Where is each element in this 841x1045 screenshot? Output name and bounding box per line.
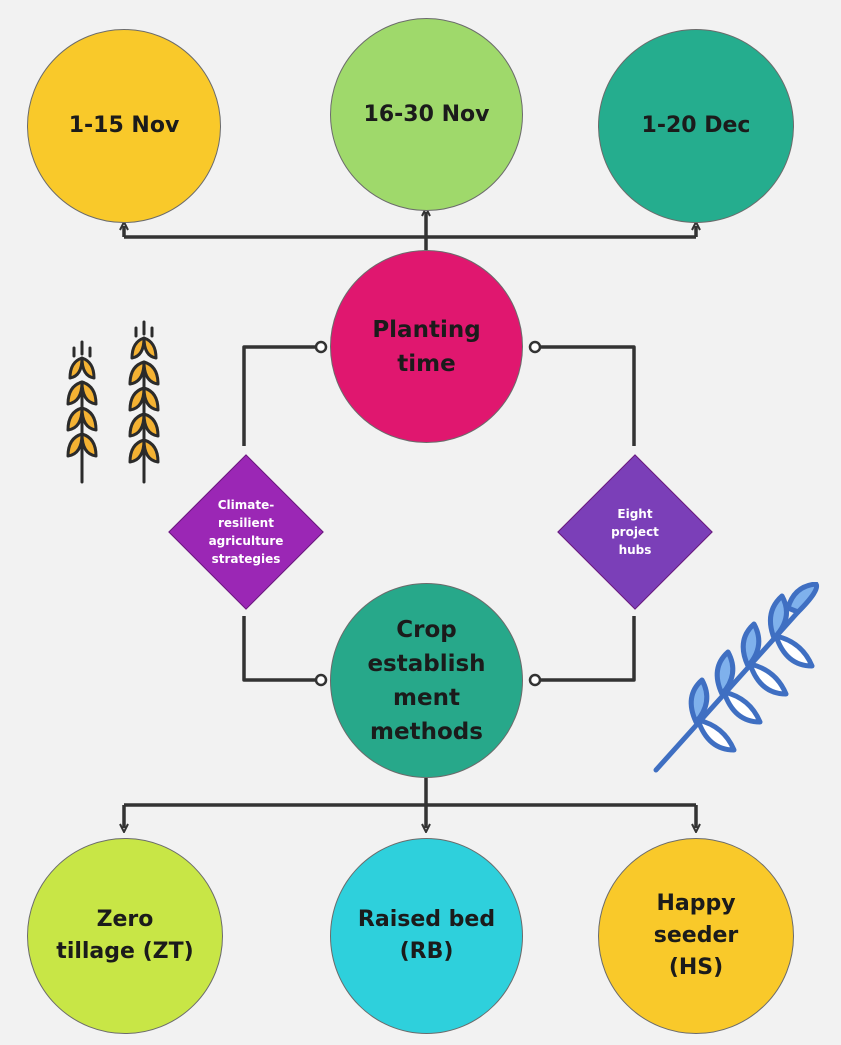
method-node-label: Zero tillage (ZT)	[56, 907, 194, 964]
hubs-diamond: Eight project hubs	[555, 452, 715, 612]
connector-strategies-planting	[242, 345, 316, 446]
connector-hubs-crop	[540, 616, 636, 682]
method-node-happy-seeder: Happy seeder (HS)	[598, 838, 794, 1034]
date-node-label: 1-20 Dec	[641, 113, 751, 138]
date-node-nov-1-15: 1-15 Nov	[27, 29, 221, 223]
connector-strategies-crop	[242, 616, 316, 682]
date-node-label: 1-15 Nov	[68, 113, 180, 138]
junction-dot	[528, 340, 542, 354]
planting-time-node: Planting time	[330, 250, 523, 443]
method-node-raised-bed: Raised bed (RB)	[330, 838, 523, 1034]
method-node-label: Happy seeder (HS)	[653, 891, 739, 980]
hubs-label: Eight project hubs	[611, 507, 659, 557]
wheat-stalks-icon	[66, 320, 160, 484]
crop-establishment-node: Crop establish ment methods	[330, 583, 523, 778]
method-node-label: Raised bed (RB)	[357, 907, 496, 964]
junction-dot	[528, 673, 542, 687]
strategies-diamond: Climate- resilient agriculture strategie…	[166, 452, 326, 612]
planting-time-label: Planting time	[372, 316, 481, 377]
junction-dot	[314, 673, 328, 687]
crop-establishment-label: Crop establish ment methods	[367, 616, 486, 745]
date-node-label: 16-30 Nov	[363, 101, 490, 127]
connector-hubs-planting	[540, 345, 636, 446]
wheat-branch-icon	[653, 582, 820, 773]
junction-dot	[314, 340, 328, 354]
method-node-zero-tillage: Zero tillage (ZT)	[27, 838, 223, 1034]
date-node-dec-1-20: 1-20 Dec	[598, 29, 794, 223]
strategies-label: Climate- resilient agriculture strategie…	[208, 498, 284, 566]
date-node-nov-16-30: 16-30 Nov	[330, 18, 523, 211]
